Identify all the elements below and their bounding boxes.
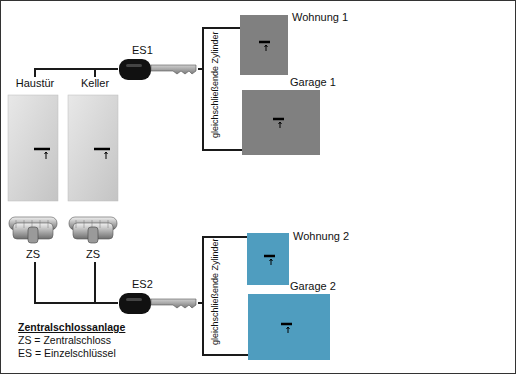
door-label: Haustür — [6, 77, 64, 89]
key-symbol — [119, 59, 196, 80]
door-node: Keller — [66, 77, 124, 262]
key-art — [118, 44, 198, 82]
key-node: ES2 — [118, 278, 198, 316]
door-handle — [94, 148, 110, 151]
room-label: Garage 1 — [290, 76, 336, 88]
flat-node: Garage 2 — [248, 294, 330, 360]
keyhole — [270, 259, 273, 265]
connector-line — [35, 262, 118, 303]
keyhole — [45, 152, 48, 159]
room-label: Wohnung 1 — [292, 11, 348, 23]
connector-line — [95, 262, 118, 303]
door-leaf — [8, 95, 58, 201]
legend-title: Zentralschlossanlage — [18, 321, 125, 333]
door-art — [6, 77, 60, 262]
connector-line — [35, 69, 118, 77]
door-handle — [273, 118, 284, 121]
door-handle — [34, 148, 50, 151]
key-node: ES1 — [118, 44, 198, 82]
room-label: Wohnung 2 — [293, 230, 349, 242]
keyhole — [287, 327, 290, 333]
connector-line — [95, 69, 118, 77]
door-label: Keller — [66, 77, 124, 89]
legend-entry: ZS = Zentralschloss — [18, 334, 111, 346]
keyhole — [265, 45, 268, 51]
bracket-label: gleichschließende Zylinder — [211, 230, 221, 354]
key-art — [118, 278, 198, 316]
flat-art — [240, 15, 288, 75]
profile-cylinder — [9, 217, 57, 243]
legend-entry: ES = Einzelschlüssel — [18, 347, 116, 359]
flat-art — [247, 233, 289, 285]
door-node: Haustür — [6, 77, 64, 262]
flat-art — [248, 294, 330, 360]
cylinder-label: ZS — [73, 248, 113, 260]
door-handle — [264, 255, 275, 258]
door-art — [66, 77, 120, 262]
cylinder-label: ZS — [13, 248, 53, 260]
flat-node: Garage 1 — [242, 90, 320, 155]
bracket-label: gleichschließende Zylinder — [211, 23, 221, 147]
door-leaf — [68, 95, 118, 201]
keyhole — [105, 152, 108, 159]
key-label: ES2 — [132, 278, 153, 290]
connector-line — [198, 237, 247, 303]
connector-line — [198, 303, 248, 355]
key-label: ES1 — [132, 44, 153, 56]
flat-art — [242, 90, 320, 155]
room-label: Garage 2 — [290, 280, 336, 292]
profile-cylinder — [69, 217, 117, 243]
door-handle — [281, 323, 292, 326]
keyhole — [279, 122, 282, 128]
key-symbol — [119, 293, 196, 314]
flat-node: Wohnung 2 — [247, 233, 289, 285]
door-handle — [259, 41, 270, 44]
flat-node: Wohnung 1 — [240, 15, 288, 75]
